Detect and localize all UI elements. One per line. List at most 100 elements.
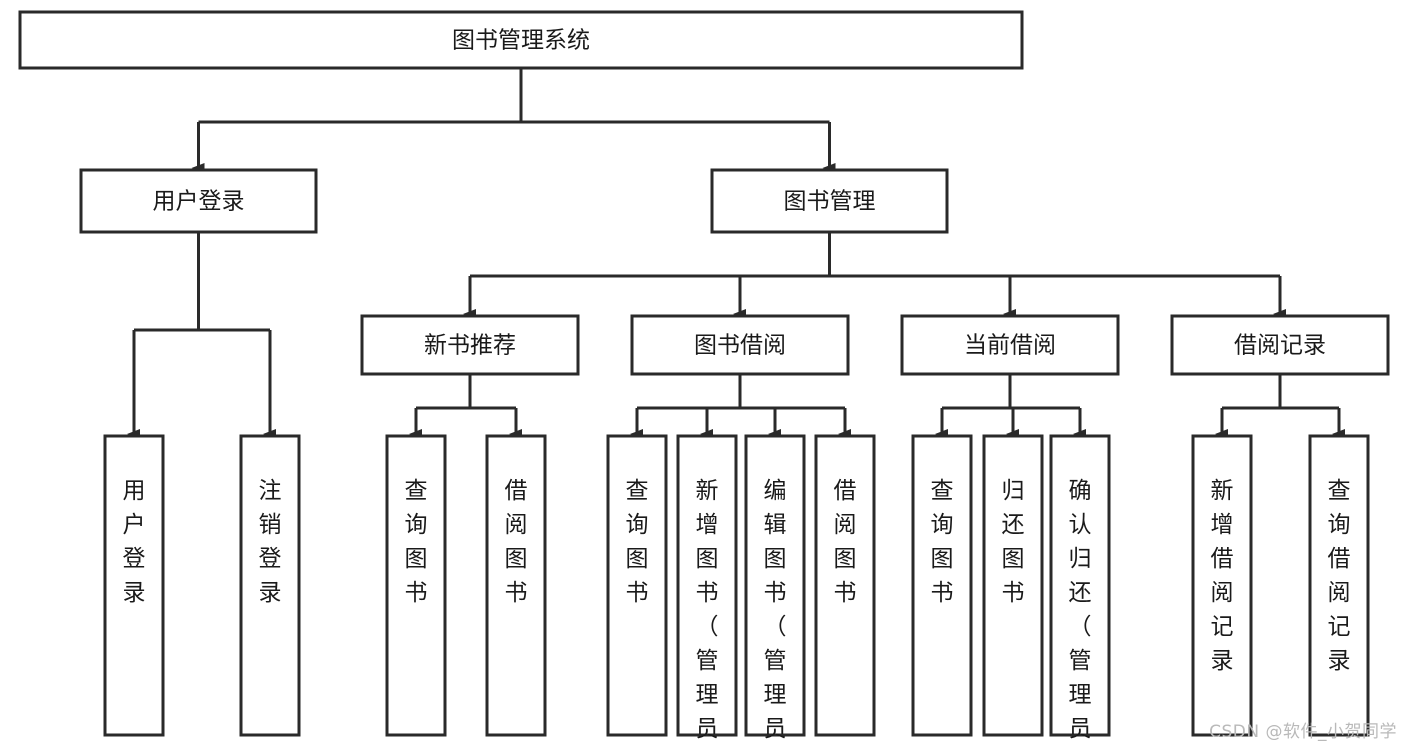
node-box bbox=[18, 10, 1024, 70]
node-label-char: 查 bbox=[931, 478, 954, 504]
node-label-char: 还 bbox=[1002, 512, 1025, 538]
node-label-char: 登 bbox=[123, 546, 146, 572]
node-label-char: 员 bbox=[1069, 716, 1092, 742]
node-label: 当前借阅 bbox=[964, 333, 1056, 359]
node-box bbox=[911, 434, 973, 737]
node-borrow-record[interactable]: 借阅记录 bbox=[1170, 314, 1390, 376]
node-label-char: 理 bbox=[1069, 682, 1092, 708]
node-label-char: 图 bbox=[1002, 546, 1025, 572]
node-label-char: 阅 bbox=[1211, 580, 1234, 606]
node-label-char: 录 bbox=[1211, 648, 1234, 674]
node-root[interactable]: 图书管理系统 bbox=[18, 10, 1024, 70]
node-box bbox=[1170, 314, 1390, 376]
connector-lines bbox=[127, 68, 1345, 439]
node-label-char: 注 bbox=[259, 478, 282, 504]
node-label-char: 录 bbox=[123, 580, 146, 606]
node-box bbox=[814, 434, 876, 737]
node-label-char: 登 bbox=[259, 546, 282, 572]
node-leaf-logout[interactable]: 注销登录注销登录 bbox=[239, 434, 301, 737]
node-label-char: 增 bbox=[1211, 512, 1234, 538]
node-label-char: 录 bbox=[259, 580, 282, 606]
node-label-char: 增 bbox=[696, 512, 719, 538]
node-label-char: 图 bbox=[834, 546, 857, 572]
node-label: 图书管理系统 bbox=[452, 28, 590, 54]
node-label-char: 图 bbox=[505, 546, 528, 572]
node-label-char: 询 bbox=[931, 512, 954, 538]
node-user-login[interactable]: 用户登录 bbox=[79, 168, 318, 234]
node-label-char: 阅 bbox=[834, 512, 857, 538]
node-label-char: 查 bbox=[405, 478, 428, 504]
node-label-char: 借 bbox=[505, 478, 528, 504]
branch-user-login bbox=[127, 232, 276, 439]
branch-new-book-recommend bbox=[409, 374, 522, 439]
node-label-char: （ bbox=[764, 614, 787, 640]
node-label-char: （ bbox=[696, 614, 719, 640]
node-label-char: 询 bbox=[626, 512, 649, 538]
node-leaf-borrow-book-2[interactable]: 借阅图书借阅图书 bbox=[814, 434, 876, 737]
node-label-char: 销 bbox=[259, 512, 282, 538]
branch-current-borrow bbox=[935, 374, 1086, 439]
node-label-char: 归 bbox=[1002, 478, 1025, 504]
node-box bbox=[744, 434, 806, 737]
node-label-char: 编 bbox=[764, 478, 787, 504]
node-label: 图书借阅 bbox=[694, 333, 786, 359]
node-label-char: 理 bbox=[696, 682, 719, 708]
node-label-char: 录 bbox=[1328, 648, 1351, 674]
node-label-char: 用 bbox=[123, 478, 146, 504]
node-boxes: 图书管理系统用户登录图书管理新书推荐图书借阅当前借阅借阅记录用户登录用户登录注销… bbox=[18, 10, 1390, 747]
branch-book-borrow bbox=[630, 374, 851, 439]
node-box bbox=[485, 434, 547, 737]
node-box bbox=[900, 314, 1120, 376]
node-label-char: 查 bbox=[626, 478, 649, 504]
node-leaf-add-record[interactable]: 新增借阅记录新增借阅记录 bbox=[1191, 434, 1253, 737]
node-label-char: 新 bbox=[696, 478, 719, 504]
node-label-char: 借 bbox=[1328, 546, 1351, 572]
node-label-char: 书 bbox=[626, 580, 649, 606]
node-label-char: 图 bbox=[626, 546, 649, 572]
node-label-char: 借 bbox=[834, 478, 857, 504]
node-label-char: （ bbox=[1069, 614, 1092, 640]
node-label-char: 书 bbox=[696, 580, 719, 606]
node-leaf-borrow-book-1[interactable]: 借阅图书借阅图书 bbox=[485, 434, 547, 737]
node-box bbox=[1049, 434, 1111, 737]
node-leaf-query-book-3[interactable]: 查询图书查询图书 bbox=[911, 434, 973, 737]
node-label-char: 户 bbox=[123, 512, 146, 538]
node-box bbox=[79, 168, 318, 234]
node-label-char: 图 bbox=[764, 546, 787, 572]
node-current-borrow[interactable]: 当前借阅 bbox=[900, 314, 1120, 376]
node-label-char: 认 bbox=[1069, 512, 1092, 538]
node-new-book-recommend[interactable]: 新书推荐 bbox=[360, 314, 580, 376]
node-leaf-query-book-2[interactable]: 查询图书查询图书 bbox=[606, 434, 668, 737]
node-label-char: 新 bbox=[1211, 478, 1234, 504]
branch-borrow-record bbox=[1215, 374, 1345, 439]
node-box bbox=[385, 434, 447, 737]
node-leaf-return-book[interactable]: 归还图书归还图书 bbox=[982, 434, 1044, 737]
node-label-char: 图 bbox=[931, 546, 954, 572]
node-label-char: 归 bbox=[1069, 546, 1092, 572]
node-box bbox=[982, 434, 1044, 737]
node-label-char: 员 bbox=[764, 716, 787, 742]
node-book-borrow[interactable]: 图书借阅 bbox=[630, 314, 850, 376]
node-label: 用户登录 bbox=[153, 189, 245, 215]
node-book-manage[interactable]: 图书管理 bbox=[710, 168, 949, 234]
node-label: 借阅记录 bbox=[1234, 333, 1326, 359]
node-label-char: 图 bbox=[696, 546, 719, 572]
branch-root bbox=[191, 68, 836, 173]
node-leaf-query-book-1[interactable]: 查询图书查询图书 bbox=[385, 434, 447, 737]
node-leaf-user-login[interactable]: 用户登录用户登录 bbox=[103, 434, 165, 737]
node-label-char: 询 bbox=[405, 512, 428, 538]
node-label-char: 还 bbox=[1069, 580, 1092, 606]
node-box bbox=[676, 434, 738, 737]
node-label-char: 查 bbox=[1328, 478, 1351, 504]
node-label-char: 确 bbox=[1069, 478, 1092, 504]
node-box bbox=[239, 434, 301, 737]
branch-book-manage bbox=[463, 232, 1286, 319]
node-label-char: 理 bbox=[764, 682, 787, 708]
node-leaf-query-record[interactable]: 查询借阅记录查询借阅记录 bbox=[1308, 434, 1370, 737]
node-label-char: 管 bbox=[1069, 648, 1092, 674]
node-label-char: 询 bbox=[1328, 512, 1351, 538]
